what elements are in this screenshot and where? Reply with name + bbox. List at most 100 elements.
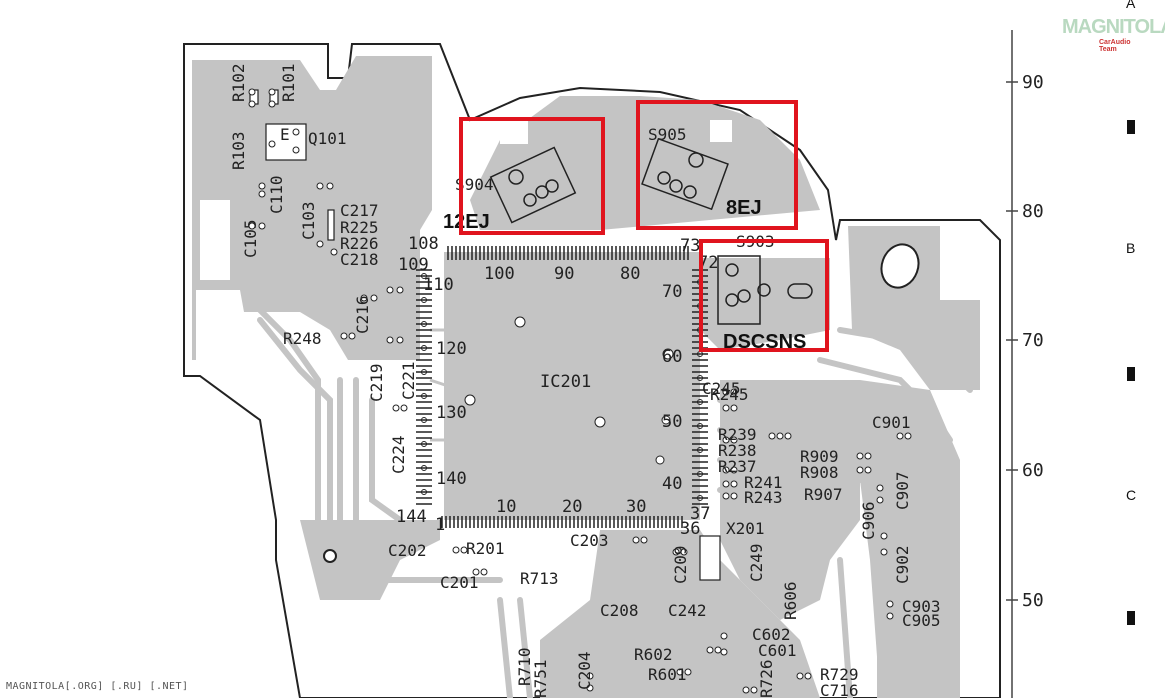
pin-label: 10 [496,497,516,517]
switch-s904 [489,146,577,224]
ref-x201: X201 [726,519,765,538]
ref-r103: R103 [229,131,248,170]
scale-tick: 90 [1022,72,1044,93]
grid-letter: A [1126,0,1136,11]
ref-c218: C218 [340,250,379,269]
pin-label: 109 [398,255,429,275]
ref-c242: C242 [668,601,707,620]
ref-c221: C221 [399,361,418,400]
copper-pours [192,56,980,698]
ref-c208: C208 [600,601,639,620]
ref-r201: R201 [466,539,505,558]
pin-label: 120 [436,339,467,359]
highlight-boxes [459,100,829,352]
grid-letter: B [1126,240,1135,256]
pin-label: 108 [408,234,439,254]
pin-label: 100 [484,264,515,284]
ref-r601: R601 [648,665,687,684]
ref-c217: C217 [340,201,379,220]
ref-r225: R225 [340,218,379,237]
ic-pins-top [447,246,689,260]
label-dscsns: DSCSNS [723,331,806,353]
ref-c216: C216 [353,295,372,334]
pads [248,88,912,694]
grid-letter: C [1126,487,1136,503]
component-labels: R102 R101 R103 Q101 E C110 C103 C105 C21… [229,63,941,698]
scale-tick: 50 [1022,590,1044,611]
traces [247,297,973,698]
switch-s905 [641,137,729,211]
pin-label: 70 [662,282,682,302]
pin-label: 36 [680,519,700,539]
ref-r909: R909 [800,447,839,466]
pin-label: 130 [436,403,467,423]
pin-label: 1 [435,515,445,535]
label-12ej: 12EJ [443,211,490,233]
highlight-box-s905 [636,100,798,230]
ref-r729: R729 [820,665,859,684]
ref-c903: C903 [902,597,941,616]
scale-tick: 60 [1022,460,1044,481]
ref-e: E [280,125,290,144]
watermark-logo: MAGNITOLA CarAudio Team [1062,16,1165,53]
switch-s903 [717,255,813,325]
pin-label: 140 [436,469,467,489]
logo-subtitle: CarAudio Team [1099,39,1131,53]
ref-c716: C716 [820,681,859,698]
ref-c202: C202 [388,541,427,560]
ic-label: IC201 [540,372,591,392]
ref-c601: C601 [758,641,797,660]
pin-label: 90 [554,264,574,284]
ref-r243: R243 [744,488,783,507]
ref-c245: C245 [702,379,741,398]
ref-c103: C103 [299,201,318,240]
pin-label: 144 [396,507,427,527]
ref-r238: R238 [718,441,757,460]
logo-text: MAGNITOLA [1062,16,1165,38]
ref-c110: C110 [267,175,286,214]
ref-c249: C249 [747,543,766,582]
ref-r245: R245 [710,385,749,404]
ref-r101: R101 [279,63,298,102]
pin-label: 72 [698,253,718,273]
mount-hole [323,549,337,563]
pin-label: 30 [626,497,646,517]
ref-c209: C209 [671,545,690,584]
ref-r241: R241 [744,473,783,492]
ref-r237: R237 [718,457,757,476]
label-8ej: 8EJ [726,197,762,219]
ref-q101: Q101 [308,129,347,148]
scale-ruler: 90 80 70 60 50 [1006,30,1044,698]
ref-r751: R751 [531,659,550,698]
ref-r248: R248 [283,329,322,348]
pin-label: 40 [662,474,682,494]
ref-c201: C201 [440,573,479,592]
ref-c204: C204 [575,651,594,690]
scale-tick: 80 [1022,201,1044,222]
ref-c906: C906 [859,501,878,540]
ref-r726: R726 [757,659,776,698]
ref-s904: S904 [455,175,494,194]
ref-c219: C219 [367,363,386,402]
ref-r226: R226 [340,234,379,253]
pin-label: 73 [680,236,700,256]
pin-label: 110 [423,275,454,295]
ref-r239: R239 [718,425,757,444]
grid-reference: A B C [1126,0,1136,625]
highlight-box-s903 [699,239,829,352]
pin-label: 20 [562,497,582,517]
ref-c203: C203 [570,531,609,550]
footer-watermark: MAGNITOLA[.ORG] [.RU] [.NET] [6,681,189,692]
ref-c905: C905 [902,611,941,630]
ref-c105: C105 [241,219,260,258]
ref-c902: C902 [893,545,912,584]
ref-r908: R908 [800,463,839,482]
ref-r602: R602 [634,645,673,664]
ref-r907: R907 [804,485,843,504]
ref-r713: R713 [520,569,559,588]
copper-voids [200,120,920,289]
pin-label: 50 [662,412,682,432]
bold-labels: 12EJ 8EJ DSCSNS [443,197,806,353]
ref-c901: C901 [872,413,911,432]
